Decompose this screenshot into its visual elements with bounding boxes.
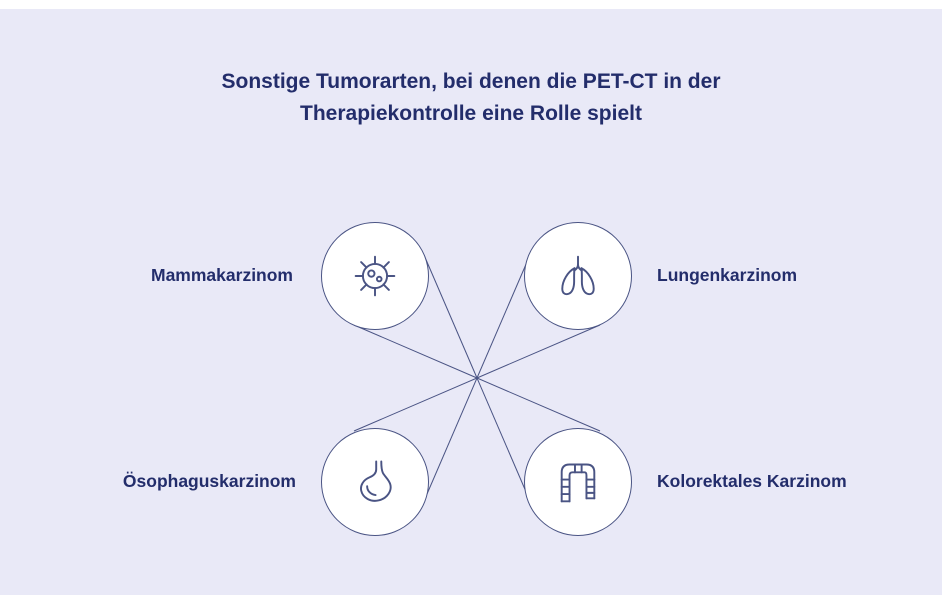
bottom-margin: [0, 595, 942, 608]
top-margin: [0, 0, 942, 9]
node-label-lungenkarzinom: Lungenkarzinom: [657, 265, 798, 285]
node-circle-mammakarzinom: [321, 222, 429, 330]
title-line-1: Sonstige Tumorarten, bei denen die PET-C…: [221, 70, 721, 93]
lungs-icon: [561, 255, 595, 296]
title-line-2: Therapiekontrolle eine Rolle spielt: [300, 102, 642, 125]
node-circle-oesophaguskarzinom: [321, 428, 429, 536]
node-circle-lungenkarzinom: [524, 222, 632, 330]
colon-icon: [560, 463, 596, 503]
node-label-mammakarzinom: Mammakarzinom: [151, 265, 293, 285]
page-title: Sonstige Tumorarten, bei denen die PET-C…: [0, 66, 942, 130]
node-label-kolorektales-karzinom: Kolorektales Karzinom: [657, 471, 847, 491]
stomach-icon: [360, 460, 392, 502]
cancer-cell-icon: [354, 255, 396, 297]
node-label-oesophaguskarzinom: Ösophaguskarzinom: [122, 471, 296, 491]
node-circle-kolorektales-karzinom: [524, 428, 632, 536]
